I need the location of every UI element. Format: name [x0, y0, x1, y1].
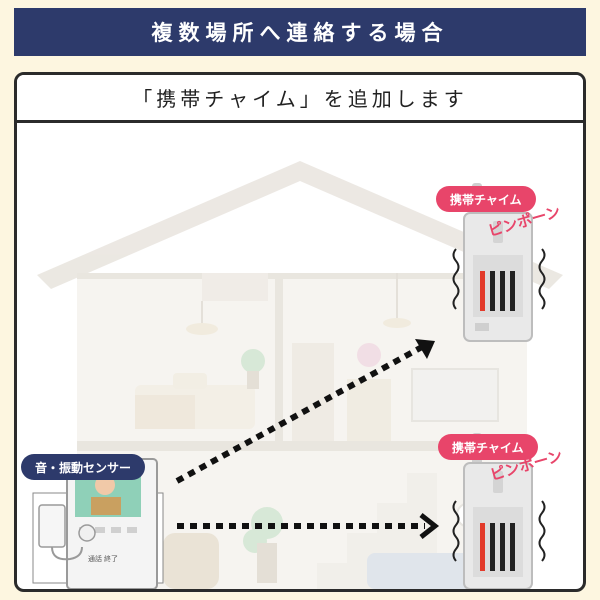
arrow-to-lower-chime	[177, 513, 440, 539]
chime-label-top: 携帯チャイム	[436, 186, 536, 212]
house-scene: ピンポーン ピンポーン 通話 終了 携帯チャイ	[17, 123, 583, 589]
lower-chime-device	[452, 433, 546, 589]
arrow-to-upper-chime	[175, 339, 435, 484]
sensor-label: 音・振動センサー	[21, 454, 146, 480]
illustration-panel: 「携帯チャイム」を追加します	[14, 72, 586, 592]
panel-subtitle: 「携帯チャイム」を追加します	[17, 75, 583, 123]
page-title: 複数場所へ連絡する場合	[14, 8, 586, 56]
chime-label-bottom: 携帯チャイム	[438, 434, 538, 460]
sound-vibration-sensor	[38, 504, 96, 561]
monitor-caption: 通話 終了	[88, 554, 118, 563]
